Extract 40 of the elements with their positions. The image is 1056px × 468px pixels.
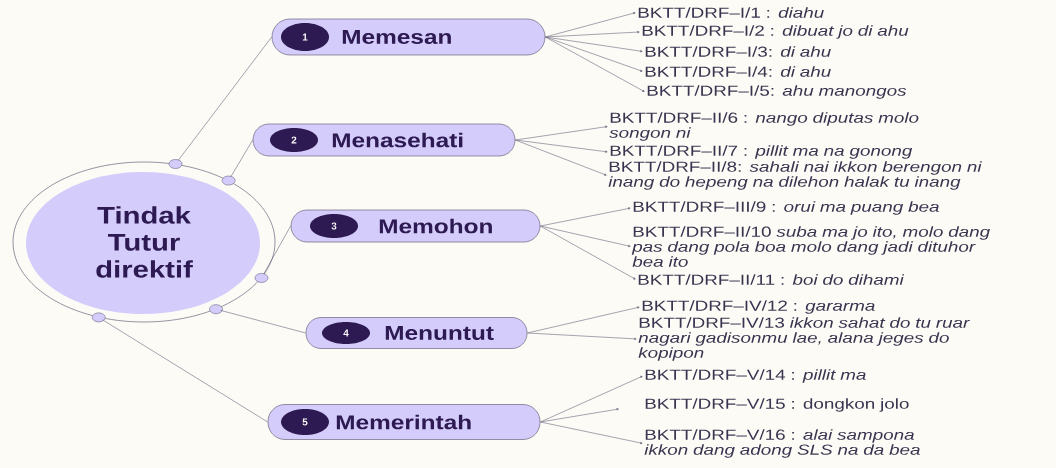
category-pill: 1 Memesan <box>271 18 546 56</box>
connector <box>540 225 636 280</box>
connector <box>540 375 643 423</box>
connector <box>230 139 253 177</box>
example-text: BKTT/DRF–II/11 : boi do dihami <box>638 274 905 285</box>
example-text: BKTT/DRF–IV/13 ikkon sahat do tu ruar nagari gadisonmu lae, alana jeges do kopipon <box>638 317 970 361</box>
connector <box>263 225 291 275</box>
connector <box>220 310 306 334</box>
connector <box>515 125 608 141</box>
category-pill: 4 Menuntut <box>305 317 528 349</box>
example-text: BKTT/DRF–I/2 : dibuat jo di ahu <box>642 25 909 39</box>
connector <box>545 36 643 53</box>
connector <box>515 139 607 176</box>
category-pill: 3 Memohon <box>290 209 541 243</box>
category-pill: 2 Menasehati <box>252 123 516 157</box>
example-text: BKTT/DRF–III/9 : orui ma puang bea <box>633 201 939 215</box>
example-text: BKTT/DRF–V/14 : pillit ma <box>645 369 866 383</box>
connector <box>102 319 268 423</box>
example-text: BKTT/DRF–I/1 : diahu <box>638 7 824 18</box>
example-text: BKTT/DRF–I/4: di ahu <box>645 66 831 77</box>
category-pill: 5 Memerintah <box>267 404 541 440</box>
connector <box>540 225 631 248</box>
example-text: BKTT/DRF–V/15 : dongkon jolo <box>645 398 909 412</box>
example-text: BKTT/DRF–V/16 : alai sampona ikkon dang adong SLS na da bea <box>644 429 920 458</box>
example-text: BKTT/DRF–II/8: sahali nai ikkon berengon ni inang do hepeng na dilehon halak tu inang <box>608 161 982 190</box>
example-text: BKTT/DRF–IV/12 : gararma <box>642 300 875 314</box>
connector <box>527 306 640 334</box>
connector <box>540 421 643 444</box>
connector <box>545 31 640 38</box>
connector <box>527 332 637 340</box>
connector <box>177 36 272 161</box>
connector <box>540 207 631 227</box>
example-text: BKTT/DRF–I/3: di ahu <box>645 46 831 57</box>
example-text: BKTT/DRF–I/5: ahu manongos <box>647 85 907 99</box>
connector <box>545 36 643 72</box>
connector <box>540 408 619 423</box>
connector <box>545 12 636 38</box>
connector <box>515 139 608 153</box>
connector <box>545 36 645 92</box>
example-text: BKTT/DRF–II/7 : pillit ma na gonong <box>610 145 913 159</box>
